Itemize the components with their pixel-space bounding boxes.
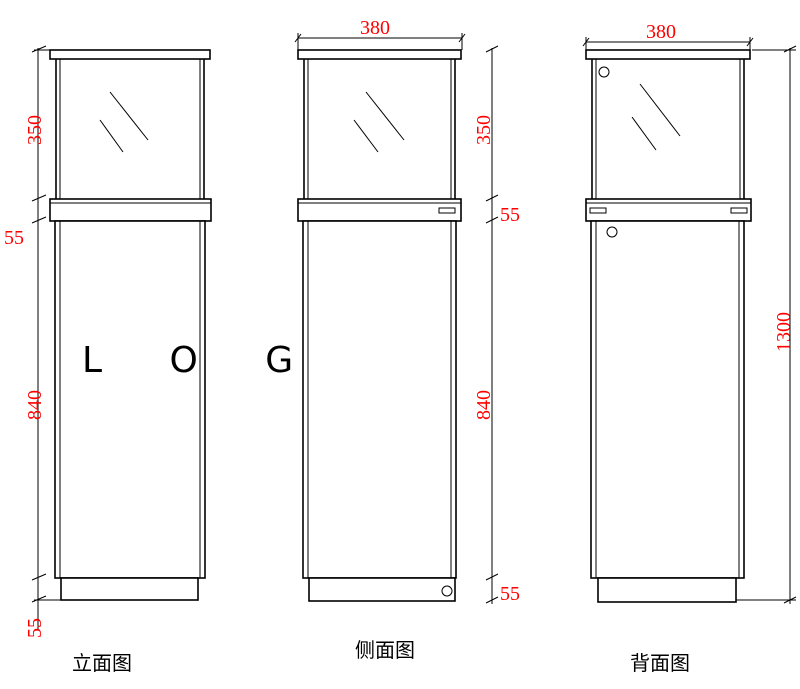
- lock-circle-upper: [598, 66, 610, 78]
- glass-reflection-mark: [109, 91, 149, 141]
- lock-plate: [589, 207, 607, 214]
- front-body-panel: [54, 220, 206, 579]
- lock-plate: [438, 207, 456, 214]
- glass-reflection-mark: [365, 91, 405, 141]
- front-dim-body: 840: [24, 390, 46, 420]
- front-dim-glass: 350: [24, 115, 46, 145]
- glass-reflection-mark: [639, 83, 681, 137]
- side-view-caption: 侧面图: [355, 638, 415, 662]
- back-middle-band: [585, 198, 752, 222]
- glass-reflection-mark: [99, 119, 124, 153]
- back-door-panel: [590, 220, 745, 579]
- side-top-cap: [297, 49, 462, 60]
- back-dim-width: 380: [646, 21, 676, 43]
- side-base: [308, 577, 456, 602]
- side-dim-base: 55: [500, 583, 520, 605]
- side-body-panel: [302, 220, 457, 579]
- front-view: L O G 350 55 840 55 立面图: [4, 45, 321, 675]
- front-dim-base: 55: [24, 618, 46, 638]
- back-dim-total: 1300: [773, 312, 795, 352]
- back-top-cap: [585, 49, 751, 60]
- back-view-caption: 背面图: [630, 651, 690, 675]
- side-dim-glass: 350: [473, 115, 495, 145]
- front-top-cap: [49, 49, 211, 60]
- back-view: 380 1300 背面图: [582, 21, 797, 675]
- glass-reflection-mark: [353, 119, 379, 153]
- back-base: [597, 577, 737, 603]
- front-middle-band: [49, 198, 212, 222]
- side-view: 380 350 55 840 55 侧面图: [294, 17, 520, 662]
- side-dim-width: 380: [360, 17, 390, 39]
- glass-reflection-mark: [631, 116, 657, 151]
- power-socket-circle: [441, 585, 453, 597]
- front-view-caption: 立面图: [72, 651, 132, 675]
- lock-plate: [730, 207, 748, 214]
- front-dim-band: 55: [4, 227, 24, 249]
- side-dim-band: 55: [500, 204, 520, 226]
- side-middle-band: [297, 198, 462, 222]
- front-base: [60, 577, 199, 601]
- front-logo-text: L O G: [82, 340, 321, 381]
- side-dim-body: 840: [473, 390, 495, 420]
- lock-circle-lower: [606, 226, 618, 238]
